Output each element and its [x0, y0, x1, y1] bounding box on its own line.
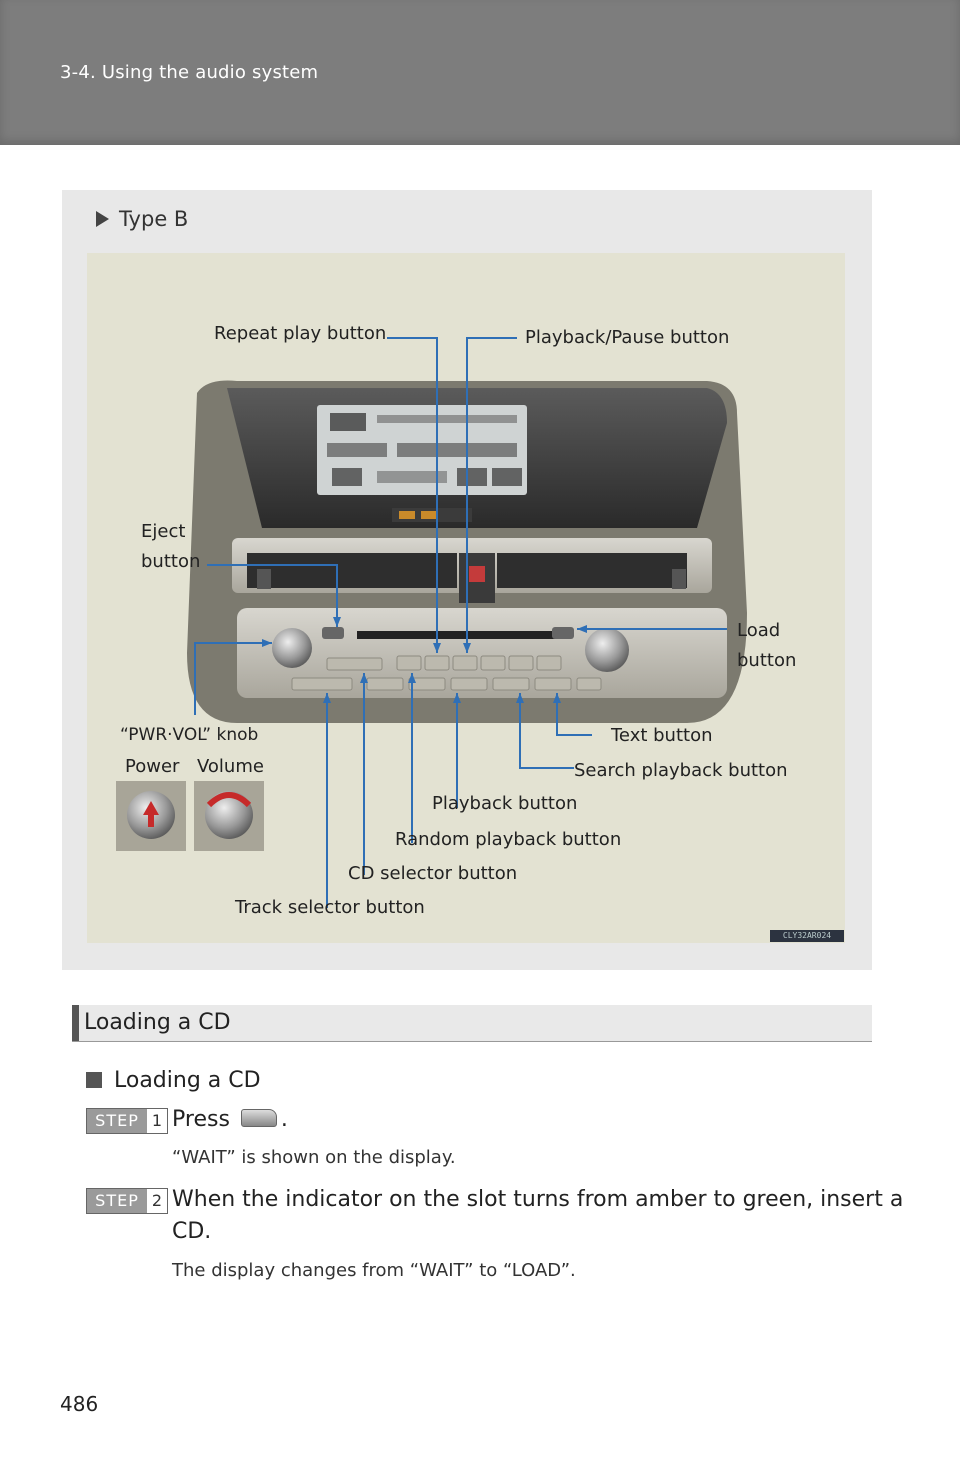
- label-pwr-vol-knob: “PWR·VOL” knob: [120, 725, 258, 745]
- left-vent: [247, 553, 457, 588]
- section-title-text: Loading a CD: [84, 1010, 231, 1035]
- right-vent: [497, 553, 687, 588]
- eject-button[interactable]: [322, 627, 344, 639]
- section-heading: Loading a CD: [72, 1005, 872, 1042]
- step-1-text: Press .: [172, 1104, 288, 1136]
- label-load-2: button: [737, 650, 796, 671]
- page-header: 3-4. Using the audio system: [0, 0, 960, 145]
- cd-slot: [357, 631, 557, 639]
- step-2-note: The display changes from “WAIT” to “LOAD…: [172, 1260, 576, 1281]
- step-1-note: “WAIT” is shown on the display.: [172, 1147, 456, 1168]
- page-number: 486: [60, 1392, 98, 1416]
- label-cd-selector: CD selector button: [348, 863, 517, 884]
- label-search-playback: Search playback button: [574, 760, 788, 781]
- label-playback-pause: Playback/Pause button: [525, 327, 729, 348]
- pwr-vol-knob[interactable]: [272, 628, 312, 668]
- tune-scroll-knob[interactable]: [585, 628, 629, 672]
- label-volume: Volume: [197, 756, 264, 777]
- step-2-text-line2: CD.: [172, 1216, 211, 1248]
- label-playback: Playback button: [432, 793, 577, 814]
- load-button[interactable]: [552, 627, 574, 639]
- section-title: 3-4. Using the audio system: [60, 62, 318, 83]
- type-label: Type B: [96, 207, 188, 231]
- triangle-bullet-icon: [96, 211, 109, 227]
- section-bar: [72, 1005, 79, 1041]
- label-text-button: Text button: [611, 725, 713, 746]
- subheading: Loading a CD: [86, 1068, 261, 1093]
- step-2-text-line1: When the indicator on the slot turns fro…: [172, 1184, 903, 1216]
- step-2-badge: STEP 2: [86, 1188, 168, 1214]
- image-code: CLY32AR024: [770, 930, 844, 942]
- load-button-icon: [241, 1109, 277, 1127]
- label-power: Power: [125, 756, 179, 777]
- label-eject-2: button: [141, 551, 200, 572]
- label-track-selector: Track selector button: [235, 897, 425, 918]
- label-random-playback: Random playback button: [395, 829, 621, 850]
- label-eject-1: Eject: [141, 521, 185, 542]
- label-load-1: Load: [737, 620, 780, 641]
- square-bullet-icon: [86, 1072, 102, 1088]
- hazard-icon: [469, 566, 485, 582]
- label-repeat-play: Repeat play button: [214, 323, 386, 344]
- step-1-badge: STEP 1: [86, 1108, 168, 1134]
